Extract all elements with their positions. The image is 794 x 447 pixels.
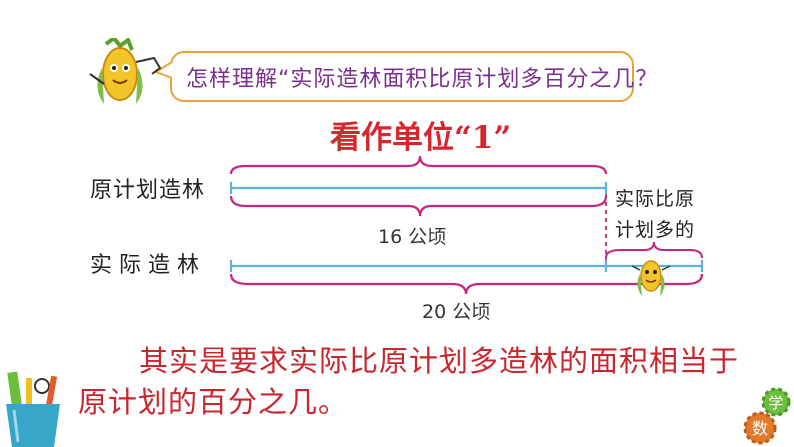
label-actual: 实际造林	[90, 253, 207, 278]
top-brace	[229, 155, 608, 175]
extra-brace	[605, 241, 703, 259]
actual-value-label: 20 公顷	[422, 301, 491, 323]
explanation-line2: 原计划的百分之几。	[78, 385, 349, 419]
corn-mascot-icon	[89, 38, 162, 104]
actual-line	[229, 260, 704, 272]
small-corn-mascot-icon	[631, 260, 671, 296]
speech-bubble	[170, 51, 634, 102]
plan-line	[229, 182, 608, 194]
plan-value-brace	[229, 195, 608, 217]
difference-note-line2: 计划多的	[615, 219, 696, 241]
unit-one-title: 看作单位“1”	[330, 120, 512, 156]
difference-note-line1: 实际比原	[615, 188, 696, 210]
logo-char-xue: 学	[768, 394, 783, 412]
actual-value-brace	[229, 273, 704, 295]
explanation-line1: 其实是要求实际比原计划多造林的面积相当于	[139, 344, 740, 378]
gear-logo-icon: 学 数	[743, 387, 791, 445]
label-original-plan: 原计划造林	[90, 178, 206, 203]
stationery-cup-icon	[6, 371, 60, 447]
question-text: 怎样理解“实际造林面积比原计划多百分之几？	[186, 67, 659, 92]
logo-char-shu: 数	[752, 419, 768, 438]
plan-value-label: 16 公顷	[378, 226, 447, 248]
